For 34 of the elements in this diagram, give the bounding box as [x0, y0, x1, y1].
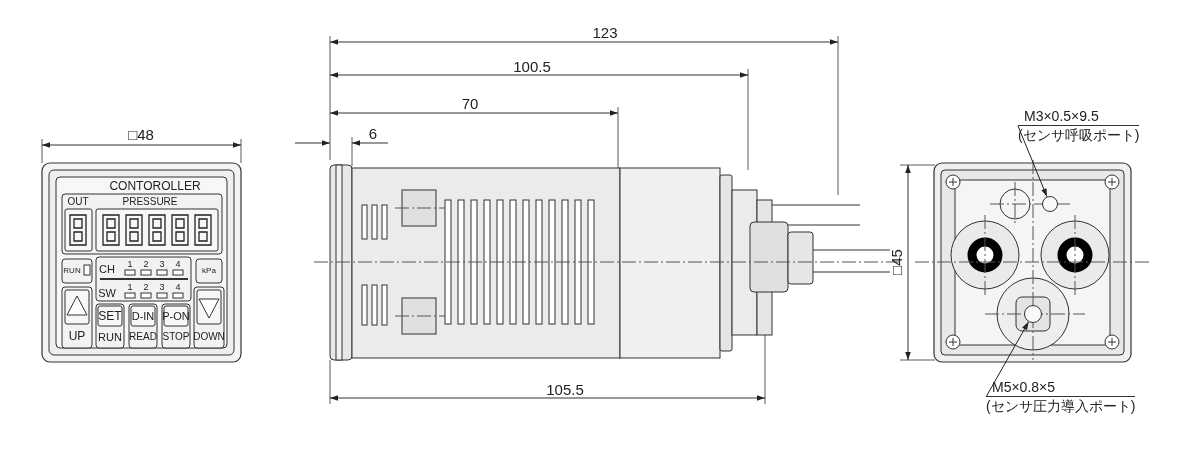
panel-title: CONTOROLLER	[109, 180, 201, 192]
leader-line	[985, 321, 1030, 398]
button-label: STOP	[162, 332, 190, 342]
callout-text: M5×0.8×5 (センサ圧力導入ポート)	[986, 378, 1136, 415]
button-label: READ	[129, 332, 157, 342]
display-label: OUT	[67, 197, 89, 207]
button-label: RUN	[98, 331, 122, 343]
dimension-text: □45	[888, 249, 904, 275]
indicator-label: RUN	[63, 267, 81, 275]
callout-text: M3×0.5×9.5 (センサ呼吸ポート)	[1018, 107, 1140, 144]
dimension-text: 123	[592, 24, 618, 40]
display-label: PRESSURE	[122, 197, 178, 207]
dimension-text: 6	[368, 125, 378, 141]
dimension-text: 70	[461, 95, 479, 111]
channel-number: 1	[127, 259, 133, 269]
channel-number: 4	[175, 282, 181, 292]
channel-number: 1	[127, 282, 133, 292]
dimension-text: □48	[128, 126, 154, 142]
button-label: SET	[98, 310, 122, 322]
button-label: D-IN	[131, 310, 155, 322]
indicator-label: SW	[98, 287, 116, 299]
dimension-text: 105.5	[546, 381, 584, 397]
indicator-label: CH	[99, 263, 115, 275]
channel-number: 2	[143, 282, 149, 292]
dimension-text: 100.5	[513, 58, 551, 74]
channel-number: 3	[159, 282, 165, 292]
button-label: UP	[68, 330, 86, 342]
channel-number: 2	[143, 259, 149, 269]
leader-line	[1017, 125, 1048, 198]
unit-label: kPa	[202, 267, 216, 275]
channel-number: 3	[159, 259, 165, 269]
button-label: DOWN	[193, 332, 225, 342]
button-label: P-ON	[162, 310, 190, 322]
channel-number: 4	[175, 259, 181, 269]
